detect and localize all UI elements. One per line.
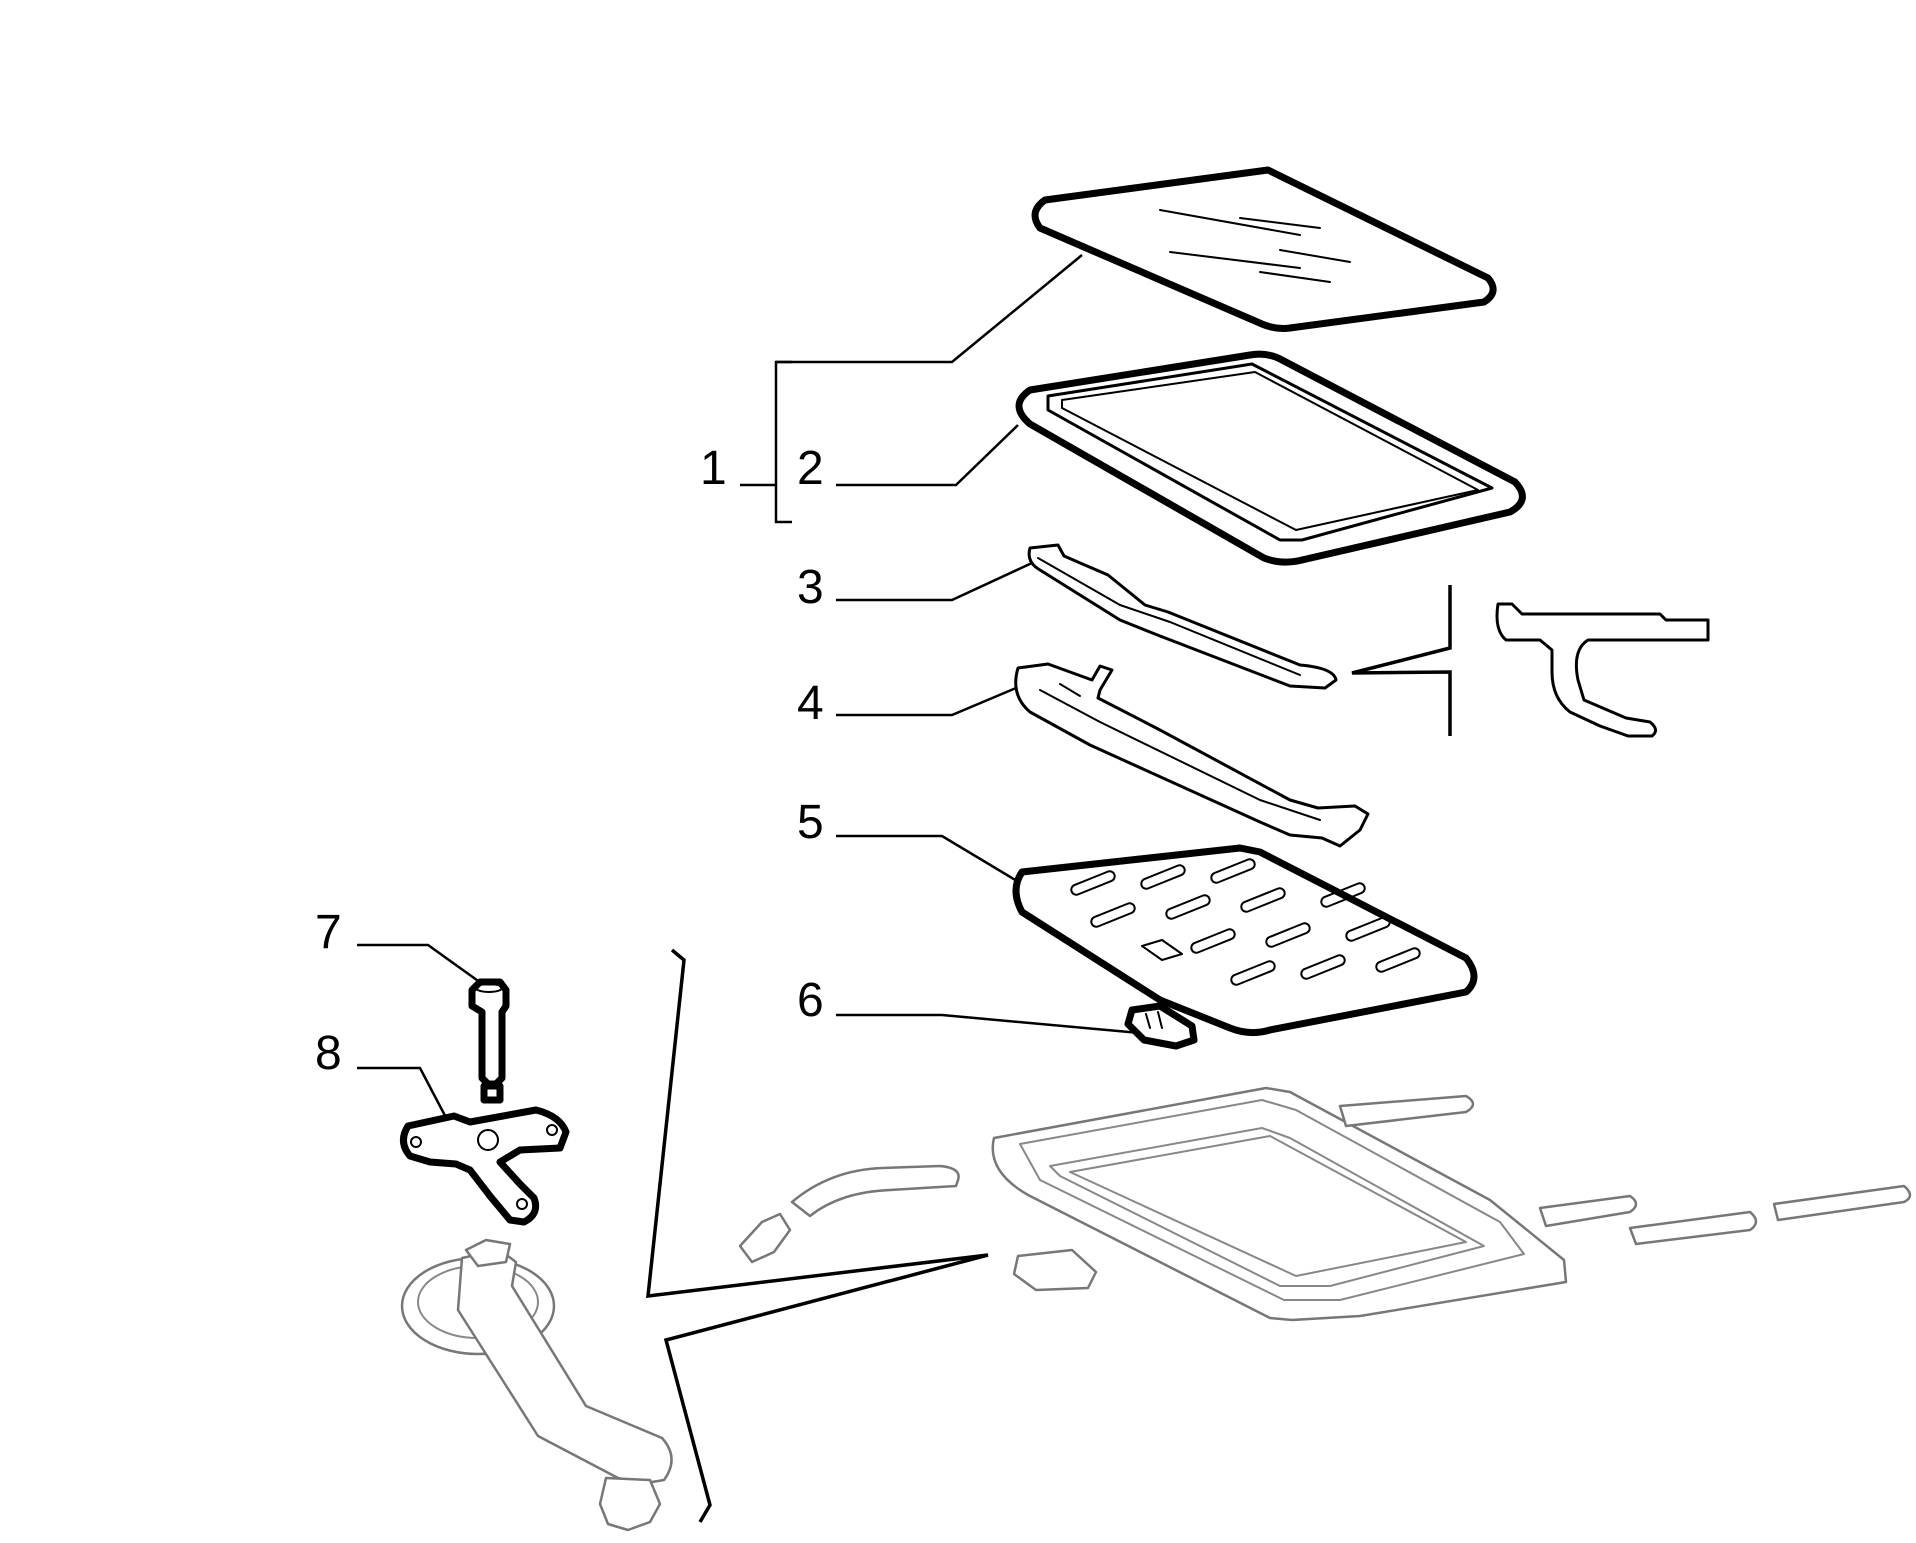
- glass-panel-icon: [1031, 166, 1497, 332]
- reference-lines: [646, 948, 989, 1523]
- leader-3: [836, 561, 1033, 602]
- panel-frame-seal-icon: [1015, 350, 1526, 566]
- wind-deflector-strip-icon: [1027, 543, 1338, 690]
- leader-1: [776, 254, 1083, 364]
- leader-lines: [357, 254, 1141, 1130]
- leader-7: [357, 943, 482, 985]
- callout-4: 4: [797, 677, 824, 730]
- leader-5: [836, 834, 1023, 886]
- callout-7: 7: [315, 906, 342, 959]
- callout-1: 1: [700, 442, 727, 495]
- three-arm-bracket-icon: [400, 1106, 570, 1226]
- seal-profile-section-icon: [1351, 585, 1710, 738]
- callout-6: 6: [797, 974, 824, 1027]
- leader-4: [836, 686, 1017, 717]
- sun-shade-panel-icon: [1012, 844, 1478, 1037]
- deflector-bracket-icon: [1014, 662, 1370, 848]
- leader-8: [357, 1066, 454, 1130]
- crank-handle-assembly-icon: [400, 1238, 673, 1532]
- bracket-1: [740, 360, 792, 524]
- leader-2: [836, 424, 1019, 487]
- callout-2: 2: [797, 442, 824, 495]
- sunroof-frame-assembly-icon: [738, 1086, 1912, 1322]
- shade-handle-icon: [1124, 1002, 1198, 1050]
- guide-pin-icon: [468, 978, 510, 1104]
- leader-6: [836, 1013, 1141, 1035]
- callout-8: 8: [315, 1027, 342, 1080]
- callout-5: 5: [797, 796, 824, 849]
- callout-3: 3: [797, 561, 824, 614]
